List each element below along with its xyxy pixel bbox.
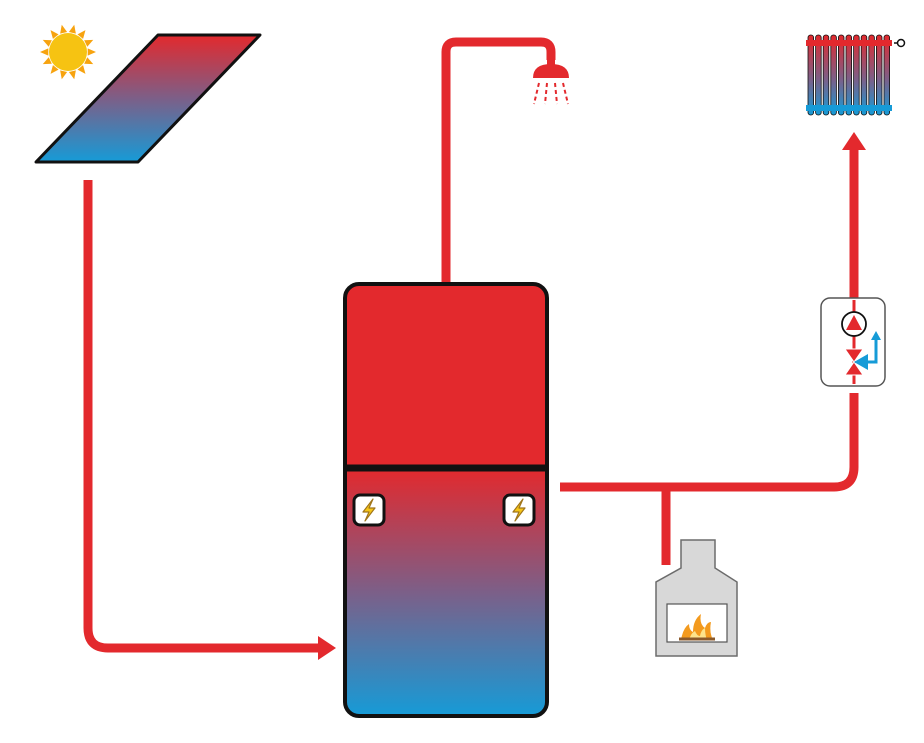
pipes [83, 37, 866, 660]
pump-mixing-valve-icon [820, 297, 886, 387]
sun-ray [68, 70, 76, 80]
tank-to-shower-pipe [441, 37, 556, 282]
sun-ray [60, 24, 68, 34]
radiator-fin [868, 34, 875, 116]
sun-ray [77, 30, 86, 39]
radiator-pipe-arrowhead [842, 132, 866, 150]
wood-stove-icon [655, 539, 738, 657]
radiator-fin [822, 34, 830, 116]
radiator-fin [837, 34, 845, 116]
tank-to-radiator-pipe [560, 393, 859, 492]
radiator-fin [807, 34, 814, 116]
fire-icon [679, 614, 715, 641]
radiator-fin [845, 34, 852, 116]
radiator-fin [876, 34, 883, 116]
lightning-icon [352, 493, 386, 527]
shower-icon [533, 60, 569, 105]
tank-bottom-gradient-section [345, 468, 547, 716]
radiator-top-manifold [806, 40, 892, 46]
solar-collector-icon [34, 33, 262, 164]
radiator-fin [830, 34, 837, 116]
sun-ray [60, 70, 68, 80]
sun-ray [40, 48, 49, 56]
sun-ray [84, 57, 94, 65]
sun-ray [68, 24, 76, 34]
sun-ray [42, 57, 52, 65]
storage-tank-icon [343, 282, 549, 718]
radiator-fin [853, 34, 860, 116]
sun-ray [50, 30, 59, 39]
radiator-fin [860, 34, 868, 116]
sun-ray [77, 65, 86, 74]
sun-ray [84, 39, 94, 47]
sun-ray [50, 65, 59, 74]
tank-top-hot-section [345, 284, 547, 468]
radiator-fin [883, 34, 890, 116]
solar-pipe-arrowhead [318, 636, 336, 660]
lightning-icon [502, 493, 536, 527]
solar-to-tank-pipe [83, 180, 320, 653]
radiator-icon [806, 34, 906, 116]
sun-core [49, 33, 87, 71]
sun-icon [40, 24, 96, 80]
shower-water-drops [533, 82, 569, 105]
sun-ray [87, 48, 96, 56]
radiator-bottom-manifold [806, 105, 892, 111]
sun-ray [42, 39, 52, 47]
radiator-fin [815, 34, 822, 116]
